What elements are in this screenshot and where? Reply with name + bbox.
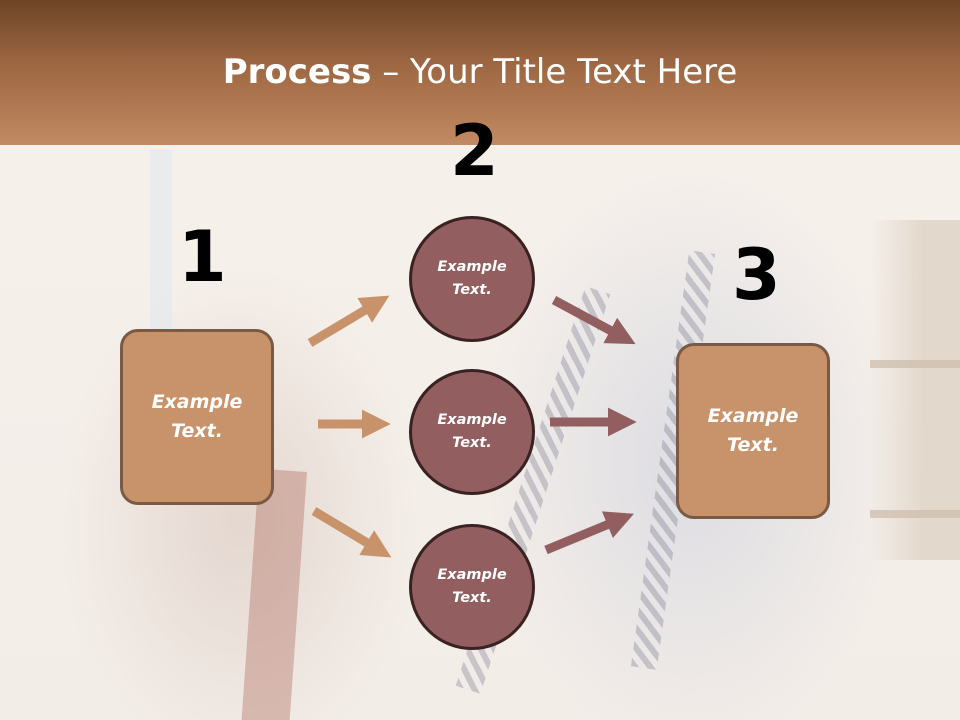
title-bold: Process: [222, 52, 372, 92]
child-tie: [240, 468, 308, 720]
step-3-text: Example Text.: [707, 405, 799, 456]
circle-top-text: Example Text.: [437, 259, 507, 298]
step-2-circle-bottom: Example Text.: [409, 524, 535, 650]
circle-bottom-text: Example Text.: [437, 567, 507, 606]
shelf-board: [870, 360, 960, 368]
bookshelf: [870, 220, 960, 560]
step-number-2: 2: [450, 110, 499, 192]
title-rest: – Your Title Text Here: [371, 52, 738, 92]
step-1-box: Example Text.: [120, 329, 274, 505]
step-3-box: Example Text.: [676, 343, 830, 519]
step-1-text: Example Text.: [151, 391, 243, 442]
title-bar: [0, 0, 960, 145]
slide-title: Process – Your Title Text Here: [0, 52, 960, 92]
step-2-circle-top: Example Text.: [409, 216, 535, 342]
circle-middle-text: Example Text.: [437, 412, 507, 451]
step-number-3: 3: [732, 234, 781, 316]
step-number-1: 1: [178, 216, 227, 298]
shelf-board: [870, 510, 960, 518]
step-2-circle-middle: Example Text.: [409, 369, 535, 495]
